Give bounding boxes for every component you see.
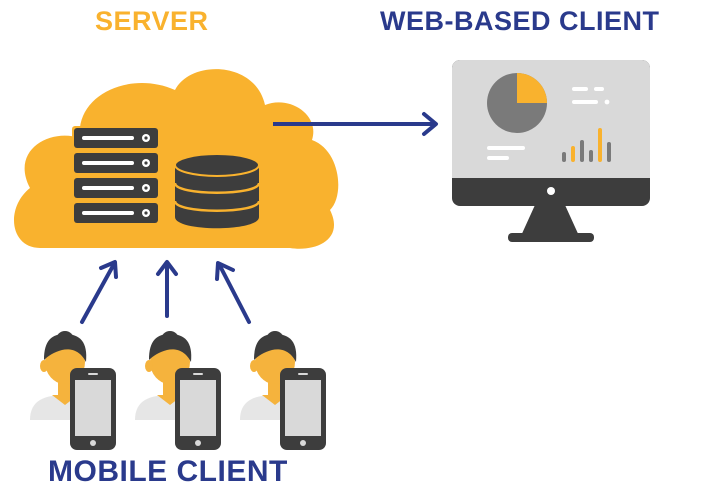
- mobile-user-3: [240, 331, 326, 450]
- bar-chart-icon: [562, 128, 611, 162]
- monitor-icon: [452, 60, 650, 242]
- smartphone-icon: [280, 368, 326, 450]
- mobile-user-1: [30, 331, 116, 450]
- arrow-to-web-client: [273, 112, 438, 136]
- server-label: SERVER: [95, 6, 209, 36]
- web-client-label: WEB-BASED CLIENT: [380, 6, 660, 36]
- server-rack-icon: [72, 126, 160, 228]
- mobile-user-2: [135, 331, 221, 450]
- monitor-text-lines: [487, 87, 610, 160]
- cloud-icon: [13, 69, 339, 249]
- arrows-from-mobile: [80, 260, 251, 324]
- smartphone-icon: [175, 368, 221, 450]
- database-icon: [173, 153, 261, 229]
- pie-chart-icon: [487, 73, 547, 133]
- mobile-client-label: MOBILE CLIENT: [48, 455, 288, 488]
- smartphone-icon: [70, 368, 116, 450]
